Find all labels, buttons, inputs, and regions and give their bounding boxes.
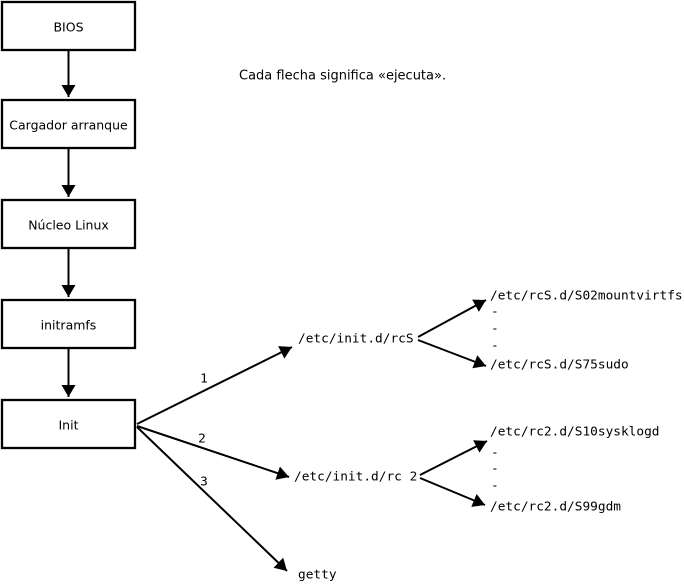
arrow-init-to-getty — [136, 426, 288, 572]
rc2-last-script-label: /etc/rc2.d/S99gdm — [490, 500, 621, 515]
rcs-ellipsis-dash-3: - — [491, 339, 499, 354]
arrow-rc2-to-last — [419, 477, 486, 507]
rcs-last-script-label: /etc/rcS.d/S75sudo — [490, 358, 629, 373]
rc2-ellipsis-dash-3: - — [491, 479, 499, 494]
rc2-ellipsis-dash-1: - — [491, 446, 499, 461]
branch-label-3: 3 — [200, 475, 208, 490]
init-box-label: Init — [59, 418, 79, 433]
branch-label-1: 1 — [200, 372, 208, 387]
branch-label-2: 2 — [198, 432, 206, 447]
bootloader-box-label: Cargador arranque — [9, 118, 128, 133]
kernel-box-label: Núcleo Linux — [28, 218, 109, 233]
rcs-first-script-label: /etc/rcS.d/S02mountvirtfs — [490, 289, 683, 304]
arrow-init-to-rc2 — [136, 425, 290, 480]
arrow-init-to-rcs — [136, 346, 293, 425]
arrow-rc2-to-first — [419, 440, 488, 476]
rcs-script-label: /etc/init.d/rcS — [298, 332, 414, 347]
rc2-first-script-label: /etc/rc2.d/S10sysklogd — [490, 425, 660, 440]
note-text: Cada flecha significa «ejecuta». — [239, 69, 446, 84]
arrow-rcs-to-first — [417, 299, 487, 338]
init-box — [0, 398, 137, 450]
rc2-ellipsis-dash-2: - — [491, 462, 499, 477]
rc2-script-label: /etc/init.d/rc 2 — [294, 470, 417, 485]
bios-box — [0, 0, 137, 52]
initramfs-box-label: initramfs — [41, 318, 97, 333]
bootloader-box — [0, 98, 137, 150]
getty-label: getty — [298, 568, 337, 583]
rcs-ellipsis-dash-1: - — [491, 305, 499, 320]
rcs-ellipsis-dash-2: - — [491, 322, 499, 337]
kernel-box — [0, 198, 137, 250]
bios-box-label: BIOS — [53, 20, 83, 35]
initramfs-box — [0, 298, 137, 350]
arrow-rcs-to-last — [417, 339, 487, 369]
